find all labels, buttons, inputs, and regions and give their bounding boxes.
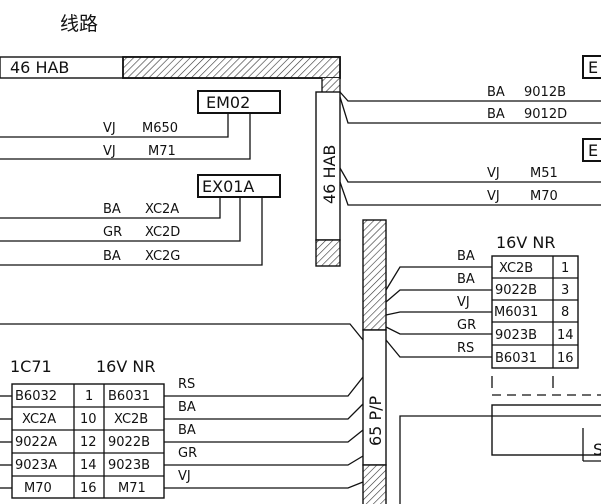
c71-block-header: 16V NR (96, 357, 155, 376)
c71-row-left: 9022A (15, 435, 57, 450)
ex01a-wire-color: BA (103, 202, 121, 217)
c71-row-pin: 12 (80, 435, 97, 450)
pp-wire-color: GR (457, 318, 476, 333)
c71-connector-block: 1C71 16V NR B6032 1 B6031 XC2A 10 XC2B 9… (0, 323, 364, 499)
right-mid-wire-color: VJ (487, 189, 500, 204)
right-mid-wires: E VJ M51 VJ M70 (339, 138, 601, 206)
em02-wire-color: VJ (103, 121, 116, 136)
harness-vertical: 46 HAB (315, 91, 341, 267)
c71-row-right: 9023B (108, 458, 150, 473)
harness-top-bar: 46 HAB (0, 56, 341, 92)
nr-row-pin: 8 (561, 305, 569, 320)
ex01a-wire-color: GR (103, 225, 122, 240)
c71-row-right: 9022B (108, 435, 150, 450)
page-title: 线路 (60, 13, 98, 35)
right-mid-wire-color: VJ (487, 166, 500, 181)
nr-row-code: M6031 (494, 305, 538, 320)
nr-row-code: XC2B (499, 261, 533, 276)
c71-row-left: M70 (24, 481, 52, 496)
em02-wire-color: VJ (103, 144, 116, 159)
pp-wire-color: BA (457, 249, 475, 264)
nr-row-pin: 14 (557, 328, 574, 343)
nr-block-header: 16V NR (496, 233, 555, 252)
connector-em02: EM02 VJ M650 VJ M71 (0, 90, 281, 160)
harness-top-bar-label: 46 HAB (10, 58, 69, 77)
c71-side-color: GR (178, 446, 197, 461)
c71-block-id: 1C71 (10, 357, 52, 376)
c71-row-right: M71 (118, 481, 146, 496)
ex01a-wire-code: XC2D (145, 225, 180, 240)
c71-row-left: XC2A (22, 412, 56, 427)
em02-wire-code: M650 (142, 121, 178, 136)
ex01a-wire-code: XC2A (145, 202, 179, 217)
lower-right-boxes: S (399, 404, 601, 504)
right-top-wires: E BA 9012B BA 9012D (339, 55, 601, 124)
nr-row-pin: 16 (557, 351, 574, 366)
nr-connector-block: 16V NR XC2B 1 9022B 3 M6031 8 9023B 14 B… (385, 233, 601, 396)
ex01a-wire-code: XC2G (145, 249, 180, 264)
right-mid-connector-label: E (588, 141, 598, 160)
harness-pp: 65 P/P (362, 219, 387, 504)
c71-row-pin: 1 (85, 389, 93, 404)
c71-row-pin: 16 (80, 481, 97, 496)
pp-wire-color: VJ (457, 295, 470, 310)
edge-label: S (593, 440, 601, 459)
nr-row-pin: 1 (561, 261, 569, 276)
c71-row-pin: 14 (80, 458, 97, 473)
c71-row-pin: 10 (80, 412, 97, 427)
nr-row-code: 9022B (495, 283, 537, 298)
c71-row-left: B6032 (15, 389, 57, 404)
right-top-wire-code: 9012B (524, 85, 566, 100)
right-mid-wire-code: M70 (530, 189, 558, 204)
c71-row-left: 9023A (15, 458, 57, 473)
pp-wire-color: RS (457, 341, 474, 356)
right-top-wire-color: BA (487, 107, 505, 122)
nr-row-code: B6031 (495, 351, 537, 366)
right-mid-wire-code: M51 (530, 166, 558, 181)
c71-row-right: B6031 (108, 389, 150, 404)
connector-ex01a: EX01A BA XC2A GR XC2D BA XC2G (0, 174, 281, 266)
harness-pp-label: 65 P/P (366, 396, 385, 446)
nr-row-pin: 3 (561, 283, 569, 298)
pp-wire-color: BA (457, 272, 475, 287)
c71-row-right: XC2B (114, 412, 148, 427)
c71-side-color: VJ (178, 469, 191, 484)
connector-ex01a-label: EX01A (202, 177, 254, 196)
harness-vertical-label: 46 HAB (320, 145, 339, 204)
ex01a-wire-color: BA (103, 249, 121, 264)
c71-side-color: BA (178, 423, 196, 438)
connector-em02-label: EM02 (206, 93, 250, 112)
right-top-wire-code: 9012D (524, 107, 567, 122)
right-top-connector-label: E (588, 58, 598, 77)
right-top-wire-color: BA (487, 85, 505, 100)
nr-row-code: 9023B (495, 328, 537, 343)
c71-side-color: RS (178, 377, 195, 392)
c71-side-color: BA (178, 400, 196, 415)
em02-wire-code: M71 (148, 144, 176, 159)
